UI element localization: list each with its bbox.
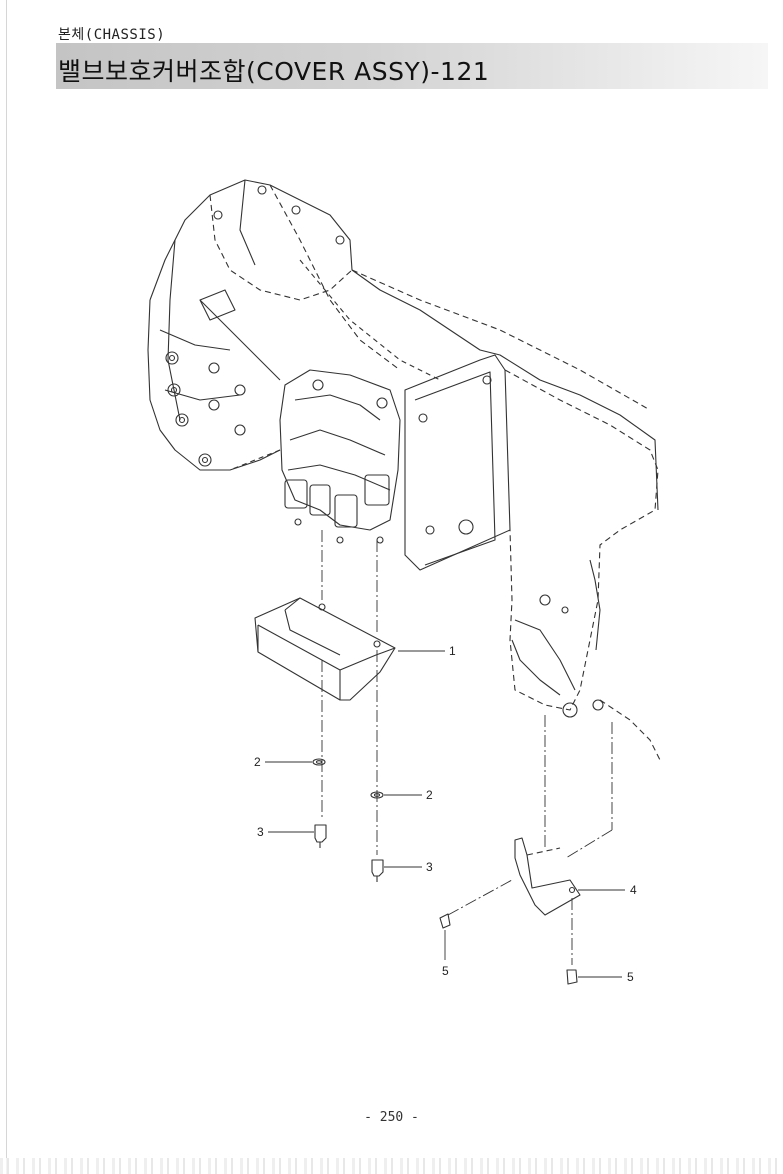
valve-cover — [254, 597, 396, 701]
callout-5-left: 5 — [442, 964, 449, 978]
page-number: - 250 - — [364, 1110, 419, 1125]
callout-1: 1 — [449, 644, 456, 658]
callout-5-right: 5 — [627, 970, 634, 984]
flange-bolts — [439, 913, 578, 985]
callout-3-right: 3 — [426, 860, 433, 874]
page-border — [6, 0, 783, 1174]
center-lines — [321, 530, 613, 965]
scan-bottom-strip — [0, 1158, 783, 1174]
title-bar — [56, 43, 768, 89]
page-title: 밸브보호커버조합(COVER ASSY)-121 — [58, 57, 490, 86]
callout-4: 4 — [630, 883, 637, 897]
callout-2-left: 2 — [254, 755, 261, 769]
l-bracket — [514, 837, 581, 916]
transmission-housing — [147, 179, 661, 761]
section-label: 본체(CHASSIS) — [58, 27, 166, 43]
callout-3-left: 3 — [257, 825, 264, 839]
callout-2-right: 2 — [426, 788, 433, 802]
washers — [312, 758, 384, 799]
bolts — [314, 824, 384, 882]
leader-lines — [265, 650, 625, 978]
